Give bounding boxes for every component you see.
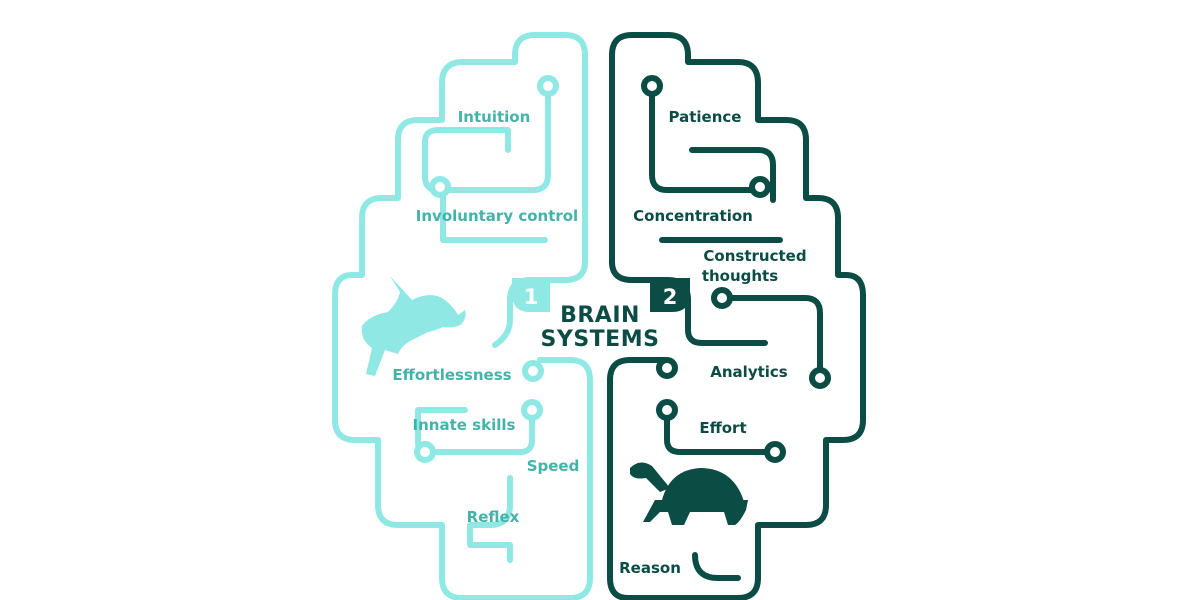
system1-hemisphere [332, 32, 593, 600]
label-involuntary-control: Involuntary control [416, 207, 578, 225]
right-reason-circuit [692, 552, 741, 581]
label-analytics: Analytics [710, 363, 788, 381]
left-involuntary-circuit [440, 184, 548, 243]
system2-number: 2 [663, 285, 678, 309]
node-analytics [656, 357, 678, 379]
label-constructed-line1: Constructed [703, 247, 806, 265]
left-reflex-circuit [467, 475, 513, 563]
node-patience [641, 75, 663, 97]
left-intuition-circuit [422, 90, 551, 193]
node-innate-skills-left [414, 441, 436, 463]
system2-hemisphere [607, 32, 866, 600]
system2-badge: 2 [650, 278, 690, 312]
right-effort-circuit [664, 407, 778, 455]
label-reason: Reason [619, 559, 681, 577]
label-patience: Patience [669, 108, 742, 126]
right-patience-inner [689, 147, 776, 203]
title-line2: SYSTEMS [541, 327, 660, 352]
system1-number: 1 [524, 285, 539, 309]
label-effortlessness: Effortlessness [392, 366, 511, 384]
left-outer-contour [332, 32, 593, 600]
right-constructed-circuit [719, 295, 823, 381]
label-concentration: Concentration [633, 207, 753, 225]
label-constructed-line2: thoughts [702, 267, 778, 285]
node-constructed [711, 287, 733, 309]
rabbit-icon [361, 276, 466, 376]
right-patience-circuit [649, 83, 761, 193]
node-effort [656, 399, 678, 421]
system1-badge: 1 [512, 278, 550, 312]
turtle-icon [630, 462, 748, 525]
label-speed: Speed [527, 457, 580, 475]
label-innate-skills: Innate skills [413, 416, 516, 434]
node-intuition [537, 75, 559, 97]
node-concentration [749, 176, 771, 198]
label-reflex: Reflex [467, 508, 520, 526]
label-effort: Effort [699, 419, 746, 437]
node-effortlessness [522, 360, 544, 382]
label-intuition: Intuition [458, 108, 531, 126]
node-constructed-end [809, 367, 831, 389]
title-line1: BRAIN [560, 303, 640, 328]
node-innate-skills [521, 399, 543, 421]
right-outer-contour [607, 32, 866, 600]
node-effort-end [764, 441, 786, 463]
node-involuntary [429, 176, 451, 198]
